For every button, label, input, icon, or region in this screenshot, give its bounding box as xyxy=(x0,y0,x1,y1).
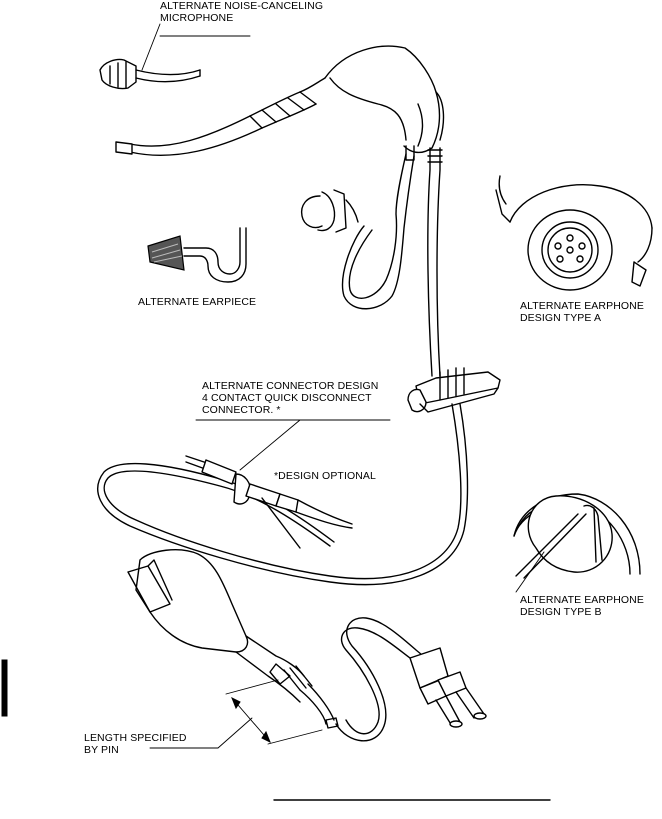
label-alternate-earpiece: ALTERNATE EARPIECE xyxy=(138,296,257,308)
ptt-switch-drawing xyxy=(127,549,437,742)
earphone-type-a-drawing xyxy=(495,175,653,291)
alternate-connector-drawing xyxy=(185,455,353,549)
dual-plugs-drawing xyxy=(409,647,487,728)
alternate-microphone-drawing xyxy=(99,58,201,90)
earphone-b-leader xyxy=(515,551,545,593)
mounted-earpiece-drawing xyxy=(300,189,359,233)
margin-bar xyxy=(1,659,8,717)
earphone-type-b-drawing xyxy=(513,493,641,579)
label-alternate-connector: ALTERNATE CONNECTOR DESIGN 4 CONTACT QUI… xyxy=(202,380,379,416)
connector-leader-line xyxy=(239,419,301,471)
label-earphone-type-b: ALTERNATE EARPHONE DESIGN TYPE B xyxy=(520,594,644,618)
cord-clip-drawing xyxy=(407,367,501,413)
label-design-optional: *DESIGN OPTIONAL xyxy=(274,470,376,482)
length-dimension xyxy=(149,679,323,749)
alternate-earpiece-drawing xyxy=(147,227,247,283)
label-length-specified: LENGTH SPECIFIED BY PIN xyxy=(84,732,187,756)
headset-drawing xyxy=(115,45,445,377)
mic-leader-line xyxy=(141,23,161,71)
label-alternate-microphone: ALTERNATE NOISE-CANCELING MICROPHONE xyxy=(160,0,324,24)
label-earphone-type-a: ALTERNATE EARPHONE DESIGN TYPE A xyxy=(520,300,644,324)
